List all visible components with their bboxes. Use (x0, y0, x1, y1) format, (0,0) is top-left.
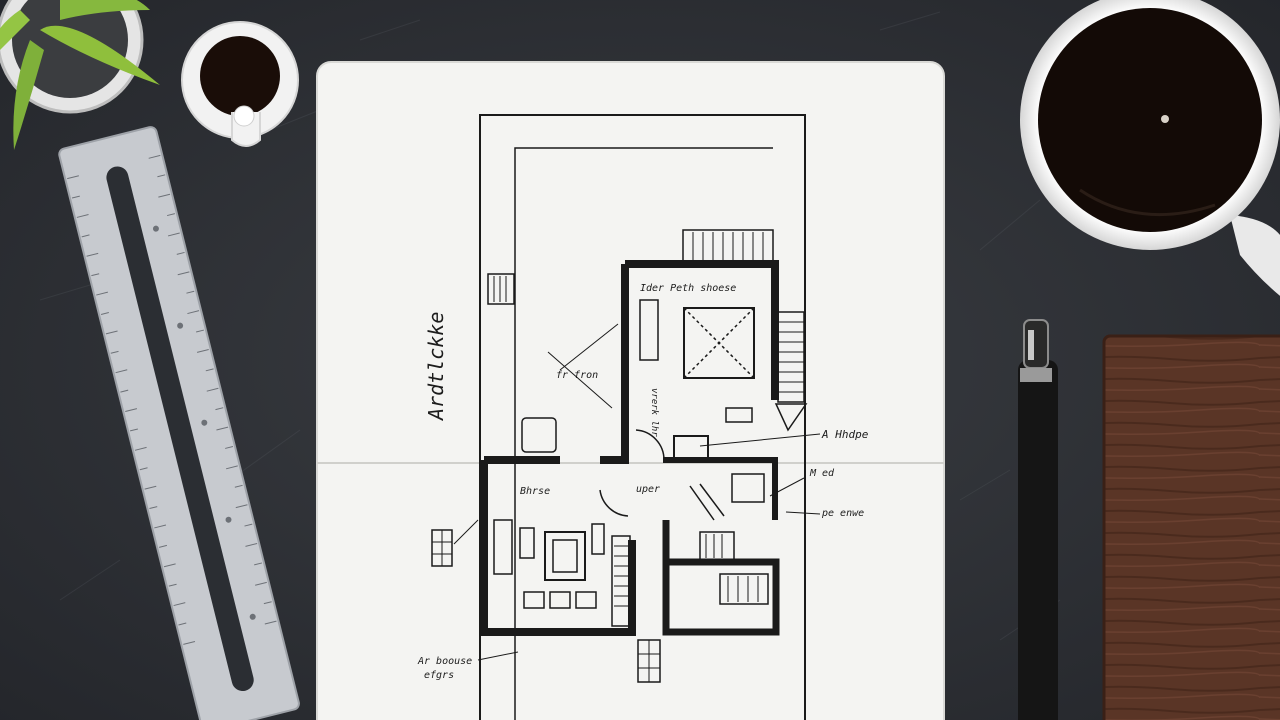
coffee-cup (1020, 0, 1280, 296)
vertical-label: Ardtlckke (424, 312, 448, 422)
annotation-3: A Hhdpe (821, 428, 869, 441)
espresso-cup (181, 21, 299, 147)
annotation-9: efgrs (424, 670, 454, 681)
annotation-1: Ider Peth shoese (640, 283, 736, 294)
plant (0, 0, 160, 150)
plan-annotations: Ardtlckke Ider Peth shoese fr fron A Hhd… (417, 283, 869, 681)
pen (1018, 319, 1058, 720)
cup-handle (1230, 215, 1280, 296)
annotation-10: vrerk lhr (649, 388, 659, 437)
ruler (58, 126, 300, 720)
annotation-6: Bhrse (520, 486, 550, 497)
annotation-4: M ed (809, 468, 835, 479)
annotation-7: uper (636, 484, 660, 495)
floor-plan (431, 114, 821, 720)
wood-block (1102, 334, 1280, 720)
annotation-8: Ar boouse (417, 656, 472, 667)
annotation-5: pe enwe (821, 508, 864, 519)
notebook (316, 61, 945, 720)
annotation-2: fr fron (556, 370, 598, 381)
